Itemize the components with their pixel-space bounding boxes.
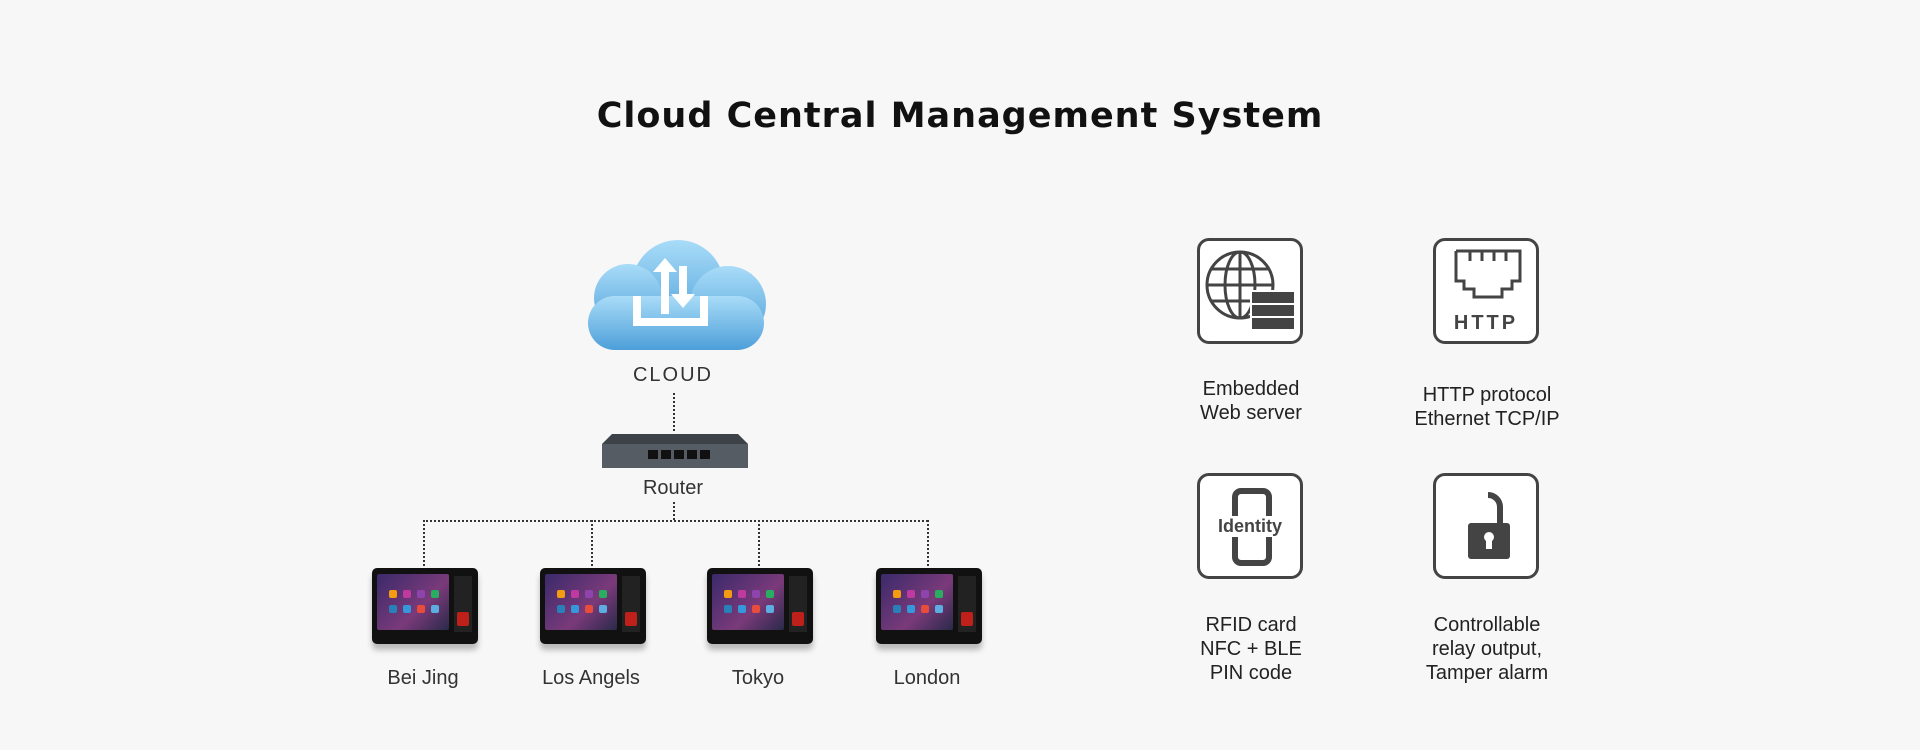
device-label: Los Angels [542,667,640,689]
connector-line [927,520,929,566]
identity-icon-text: Identity [1216,515,1283,537]
app-tile-icon [907,605,915,613]
caption-line: relay output, [1431,638,1543,660]
access-terminal-device [372,568,478,644]
page-title: Cloud Central Management System [596,96,1324,136]
app-tile-icon [752,605,760,613]
app-tile-icon [417,590,425,598]
app-tile-icon [599,605,607,613]
device-label: Tokyo [731,667,785,689]
app-tile-icon [403,590,411,598]
access-terminal-device [707,568,813,644]
cloud-label: CLOUD [632,364,713,386]
app-tile-icon [893,605,901,613]
caption-line: Embedded [1202,378,1300,400]
globe-server-icon [1205,250,1296,331]
app-tile-icon [893,590,901,598]
caption-line: Web server [1200,402,1302,424]
app-tile-icon [738,590,746,598]
device-label: Bei Jing [387,667,459,689]
caption-line: Controllable [1433,614,1541,636]
connector-line [673,393,675,431]
app-tile-icon [935,605,943,613]
router-label: Router [642,477,704,499]
app-tile-icon [557,590,565,598]
app-tile-icon [403,605,411,613]
app-tile-icon [766,605,774,613]
app-tile-icon [431,590,439,598]
caption-line: Ethernet TCP/IP [1414,408,1560,430]
connector-line [591,520,593,566]
app-tile-icon [417,605,425,613]
app-tile-icon [557,605,565,613]
caption-line: Tamper alarm [1425,662,1549,684]
app-tile-icon [724,605,732,613]
access-terminal-device [540,568,646,644]
connector-line [673,502,675,520]
app-tile-icon [389,590,397,598]
caption-line: PIN code [1209,662,1293,684]
caption-line: RFID card [1205,614,1297,636]
identity-feature-box: Identity [1197,473,1303,579]
app-tile-icon [431,605,439,613]
http-icon-text: HTTP [1453,312,1519,334]
app-tile-icon [571,590,579,598]
connector-line [423,520,425,566]
cloud-upload-download-icon [588,240,766,350]
app-tile-icon [585,605,593,613]
connector-line [423,520,928,522]
ethernet-port-icon [1454,249,1522,299]
app-tile-icon [752,590,760,598]
caption-line: HTTP protocol [1422,384,1552,406]
device-label: London [893,667,961,689]
app-tile-icon [921,605,929,613]
app-tile-icon [599,590,607,598]
app-tile-icon [907,590,915,598]
app-tile-icon [571,605,579,613]
app-tile-icon [935,590,943,598]
app-tile-icon [738,605,746,613]
app-tile-icon [585,590,593,598]
app-tile-icon [389,605,397,613]
http-feature-box: HTTP [1433,238,1539,344]
router-icon [602,434,748,468]
app-tile-icon [921,590,929,598]
access-terminal-device [876,568,982,644]
relay-feature-box [1433,473,1539,579]
app-tile-icon [766,590,774,598]
caption-line: NFC + BLE [1200,638,1302,660]
web-server-feature-box [1197,238,1303,344]
connector-line [758,520,760,566]
app-tile-icon [724,590,732,598]
unlocked-padlock-icon [1468,492,1510,559]
